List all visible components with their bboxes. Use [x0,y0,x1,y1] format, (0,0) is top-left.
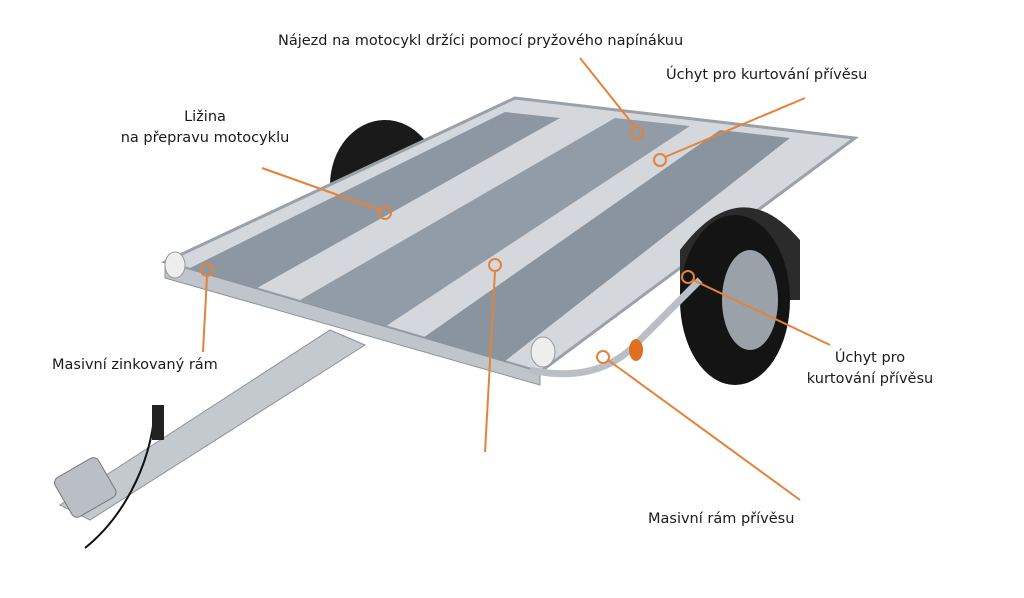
leader-center [484,270,496,453]
coupler [54,457,117,518]
label-galvanized-frame: Masivní zinkovaný rám [52,357,218,373]
marker-trailer-frame [596,350,610,364]
marker-galvanized-frame [200,263,214,277]
leader-tie-down-top [664,97,806,158]
leader-ramp [579,57,636,128]
leader-tie-down-right [692,279,831,346]
rail-center [300,118,690,330]
marker-rail [378,206,392,220]
rail-left [190,112,560,292]
label-tie-down-top: Úchyt pro kurtování přívěsu [666,67,868,83]
front-beam [164,261,541,386]
plug [152,405,164,440]
wheel-rim [722,250,778,350]
marker-ramp [630,126,644,140]
marker-center [488,258,502,272]
label-trailer-frame: Masivní rám přívěsu [648,511,795,527]
label-ramp: Nájezd na motocykl držíci pomocí pryžové… [278,33,684,49]
leader-galvanized-frame [202,275,208,353]
label-tie-down-right-line1: Úchyt pro [834,350,906,366]
label-tie-down-right-line2: kurtování přívěsu [806,371,934,387]
reflector [629,339,643,361]
leader-rail [261,167,381,211]
rail-right [420,130,790,365]
lamp-left [164,251,186,279]
lamp-right [530,336,556,368]
label-rail-line2: na přepravu motocyklu [120,130,290,146]
drawbar [58,329,367,521]
label-rail-line1: Ližina [184,109,226,125]
marker-tie-down-right [681,270,695,284]
leader-trailer-frame [607,359,801,501]
marker-tie-down-top [653,153,667,167]
label-tie-down-right: Úchyt pro kurtování přívěsu [790,348,950,390]
label-rail: Ližina na přepravu motocyklu [95,107,315,149]
